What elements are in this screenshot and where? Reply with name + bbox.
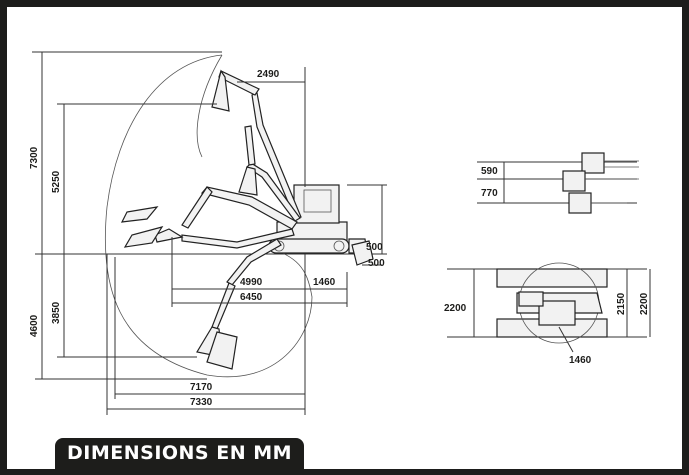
dim-depth-max: 4600 (29, 314, 40, 337)
diagram-panel: 7300 5250 4600 3850 2490 500 500 4990 14… (7, 7, 682, 469)
dim-height-max: 7300 (29, 146, 40, 169)
dim-reach-top: 2490 (257, 69, 280, 80)
dimension-drawing: 7300 5250 4600 3850 2490 500 500 4990 14… (29, 51, 651, 415)
dimensions-label: DIMENSIONS EN MM (55, 438, 305, 469)
excavator-arm-positions (120, 69, 302, 370)
dim-depth-vertical: 3850 (51, 301, 62, 324)
top-view: 2200 2150 2200 1460 (444, 262, 651, 366)
dim-offset-lower: 770 (481, 188, 498, 199)
dim-tail-radius: 1460 (569, 355, 592, 366)
dim-reach-ground-inner: 4990 (240, 277, 263, 288)
dim-reach-depth: 7170 (190, 382, 213, 393)
dim-reach-ground: 6450 (240, 292, 263, 303)
dim-overall-width: 2200 (639, 292, 650, 315)
working-range-top (196, 54, 223, 158)
dim-reach-max: 7330 (190, 397, 213, 408)
working-range-envelope (104, 54, 313, 378)
dim-blade-down: 500 (368, 258, 385, 269)
dim-offset-right: 1460 (313, 277, 336, 288)
dim-blade-up: 500 (366, 242, 383, 253)
dim-offset-upper: 590 (481, 166, 498, 177)
dim-turret-width: 2150 (616, 292, 627, 315)
dozer-blade (351, 240, 374, 266)
dim-track-width: 2200 (444, 303, 467, 314)
dim-height-dump: 5250 (51, 170, 62, 193)
offset-view: 590 770 (477, 152, 639, 214)
